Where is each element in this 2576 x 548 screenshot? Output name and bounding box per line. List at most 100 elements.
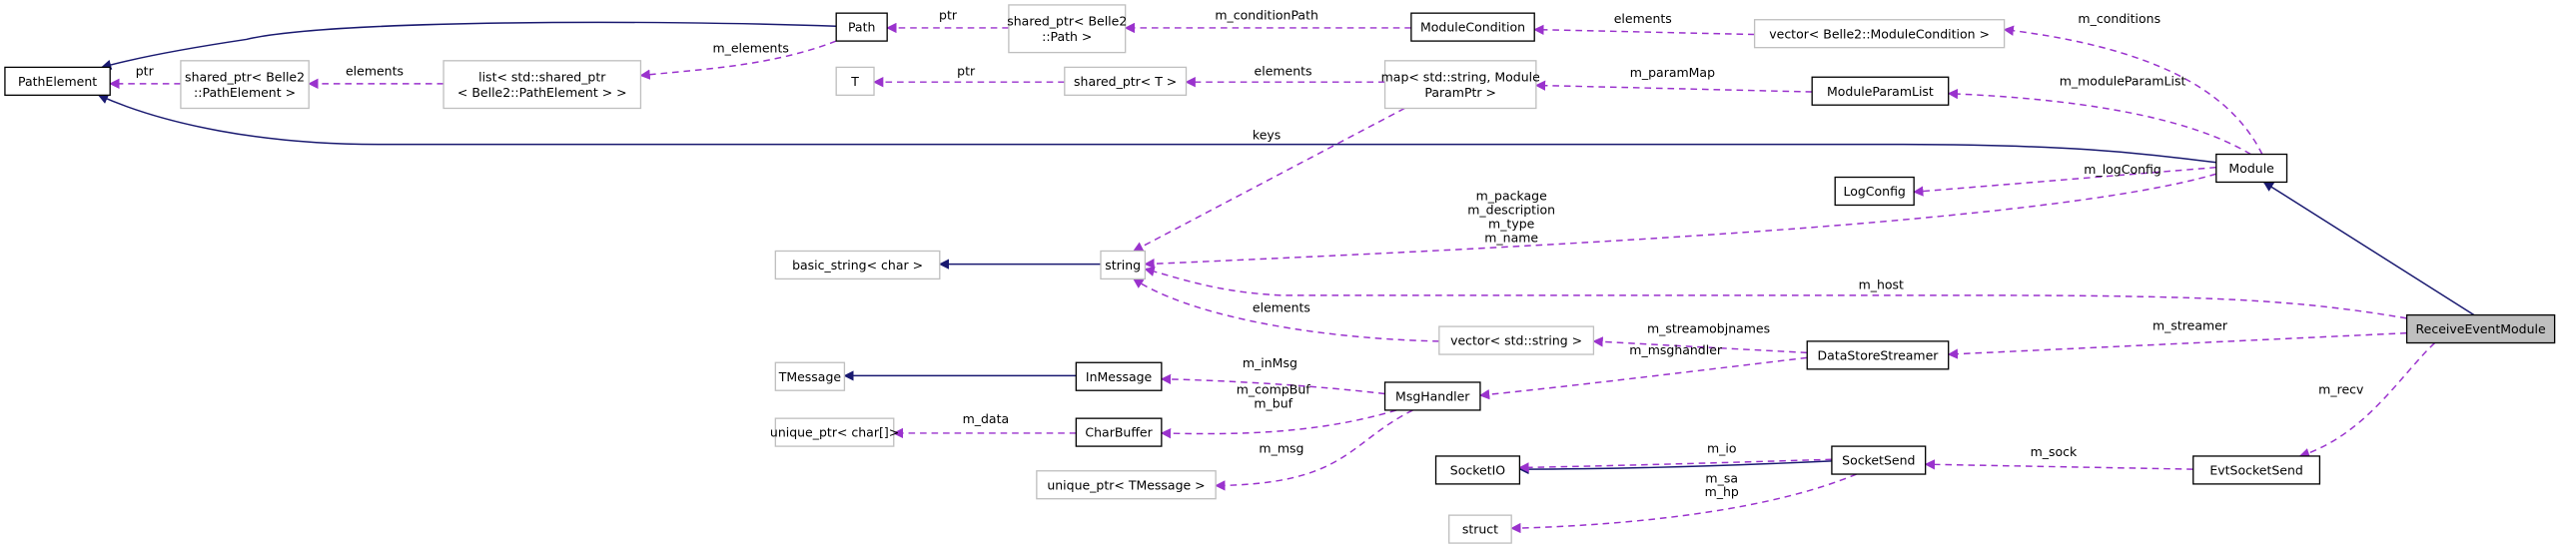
usage-arrow [639, 40, 837, 80]
node-label: EvtSocketSend [2209, 463, 2302, 478]
node-box [835, 12, 888, 42]
edge-vec_str-to-string: elements [1133, 277, 1439, 342]
class-node-evtsocketsend[interactable]: EvtSocketSend [2192, 455, 2321, 485]
node-box [1448, 514, 1512, 544]
class-node-string: string [1100, 250, 1147, 280]
edge-Path-to-PathElement [100, 21, 837, 70]
edge-map-to-sp_T: elements [1185, 64, 1385, 88]
edge-label: keys [1253, 128, 1281, 143]
node-label: ParamPtr > [1424, 85, 1496, 100]
node-label: unique_ptr< TMessage > [1047, 477, 1205, 492]
class-node-moduleparamlist[interactable]: ModuleParamList [1811, 76, 1950, 106]
node-box [1075, 417, 1163, 447]
usage-arrow [1533, 24, 1755, 36]
node-label: ReceiveEventModule [2416, 321, 2546, 336]
node-box [442, 60, 642, 110]
node-box [774, 250, 941, 280]
edge-label: m_sa [1705, 470, 1738, 485]
class-node-tmessage: TMessage [774, 361, 846, 391]
node-box [2215, 153, 2288, 184]
node-label: basic_string< char > [792, 258, 923, 273]
node-label: SocketIO [1450, 463, 1505, 478]
node-label: Module [2228, 161, 2274, 176]
node-box [1811, 76, 1950, 106]
class-node-modulecondition[interactable]: ModuleCondition [1410, 12, 1535, 42]
edge-Module-to-PathElement [97, 94, 2216, 164]
usage-arrow [1132, 107, 1405, 253]
class-node-vec-str: vector< std::string > [1438, 325, 1595, 355]
usage-arrow [1160, 409, 1397, 439]
edge-label: m_inMsg [1243, 355, 1297, 370]
class-node-msghandler[interactable]: MsgHandler [1383, 381, 1481, 411]
edge-label: m_streamobjnames [1647, 321, 1770, 336]
edge-ModuleParamList-to-map: m_paramMap [1534, 65, 1813, 93]
edge-sp_PE-to-PathElement: ptr [109, 64, 181, 90]
edge-label: ptr [136, 64, 155, 79]
usage-arrow [1534, 80, 1813, 93]
node-box [4, 66, 111, 96]
usage-arrow [1592, 336, 1808, 354]
node-label: string [1105, 258, 1141, 273]
class-node-charbuffer[interactable]: CharBuffer [1075, 417, 1163, 447]
node-label: PathElement [18, 74, 97, 89]
edge-DataStoreStreamer-to-MsgHandler: m_msghandler [1478, 342, 1808, 400]
node-label: TMessage [778, 369, 842, 384]
node-box [1753, 19, 2006, 49]
class-node-basic-string: basic_string< char > [774, 250, 941, 280]
edge-label: m_name [1484, 230, 1538, 245]
node-box [774, 361, 846, 391]
node-label: unique_ptr< char[]> [770, 425, 899, 440]
edge-label: m_moduleParamList [2060, 73, 2186, 88]
usage-arrow [1133, 277, 1439, 342]
node-box [1434, 455, 1521, 485]
usage-arrow [1160, 373, 1385, 395]
edge-label: m_buf [1254, 395, 1292, 410]
node-label: InMessage [1086, 369, 1153, 384]
class-node-receiveeventmodule: ReceiveEventModule [2405, 313, 2556, 344]
edge-ReceiveEventModule-to-Module [2262, 181, 2475, 316]
class-node-datastorestreamer[interactable]: DataStoreStreamer [1806, 340, 1950, 370]
usage-arrow [1947, 331, 2407, 359]
edge-SocketSend-to-struct: m_sam_hp [1510, 470, 1857, 534]
class-node-path[interactable]: Path [835, 12, 888, 42]
edge-label: m_host [1859, 276, 1904, 291]
edge-label: m_paramMap [1630, 65, 1715, 80]
inheritance-arrow [100, 21, 837, 70]
node-label: shared_ptr< Belle2 [185, 69, 305, 84]
usage-arrow [1518, 458, 1832, 473]
node-box [2192, 455, 2321, 485]
node-label: struct [1462, 522, 1498, 537]
node-label: SocketSend [1842, 453, 1915, 468]
node-box [1064, 66, 1188, 96]
class-node-vec-mc: vector< Belle2::ModuleCondition > [1753, 19, 2006, 49]
edge-label: m_msghandler [1629, 342, 1723, 357]
class-node-sp-t: shared_ptr< T > [1064, 66, 1188, 96]
edge-list_PE-to-sp_PE: elements [308, 64, 444, 90]
inheritance-arrow [1518, 460, 1832, 475]
edge-map-to-string: keys [1132, 107, 1405, 253]
class-node-list-pe: list< std::shared_ptr< Belle2::PathEleme… [442, 60, 642, 110]
inheritance-arrow [97, 94, 2216, 164]
edge-label: m_hp [1705, 484, 1739, 499]
edge-sp_Path-to-Path: ptr [886, 8, 1009, 34]
class-node-module[interactable]: Module [2215, 153, 2288, 184]
usage-arrow [2298, 342, 2436, 458]
class-node-logconfig[interactable]: LogConfig [1834, 176, 1915, 207]
class-node-socketsend[interactable]: SocketSend [1831, 445, 1927, 475]
node-label: CharBuffer [1085, 425, 1153, 440]
node-label: Path [848, 20, 875, 35]
class-node-socketio[interactable]: SocketIO [1434, 455, 1521, 485]
node-label: vector< std::string > [1450, 333, 1582, 348]
class-node-inmessage[interactable]: InMessage [1075, 361, 1163, 391]
edge-label: ptr [957, 64, 976, 79]
node-label: DataStoreStreamer [1818, 347, 1940, 362]
edge-SocketSend-to-SocketIO: m_io [1518, 441, 1832, 473]
class-node-pathelement[interactable]: PathElement [4, 66, 111, 96]
usage-arrow [1215, 409, 1413, 491]
edge-CharBuffer-to-up_char: m_data [892, 411, 1077, 439]
usage-arrow [1924, 459, 2193, 470]
node-box [2405, 313, 2556, 344]
edge-label: elements [1253, 299, 1310, 314]
